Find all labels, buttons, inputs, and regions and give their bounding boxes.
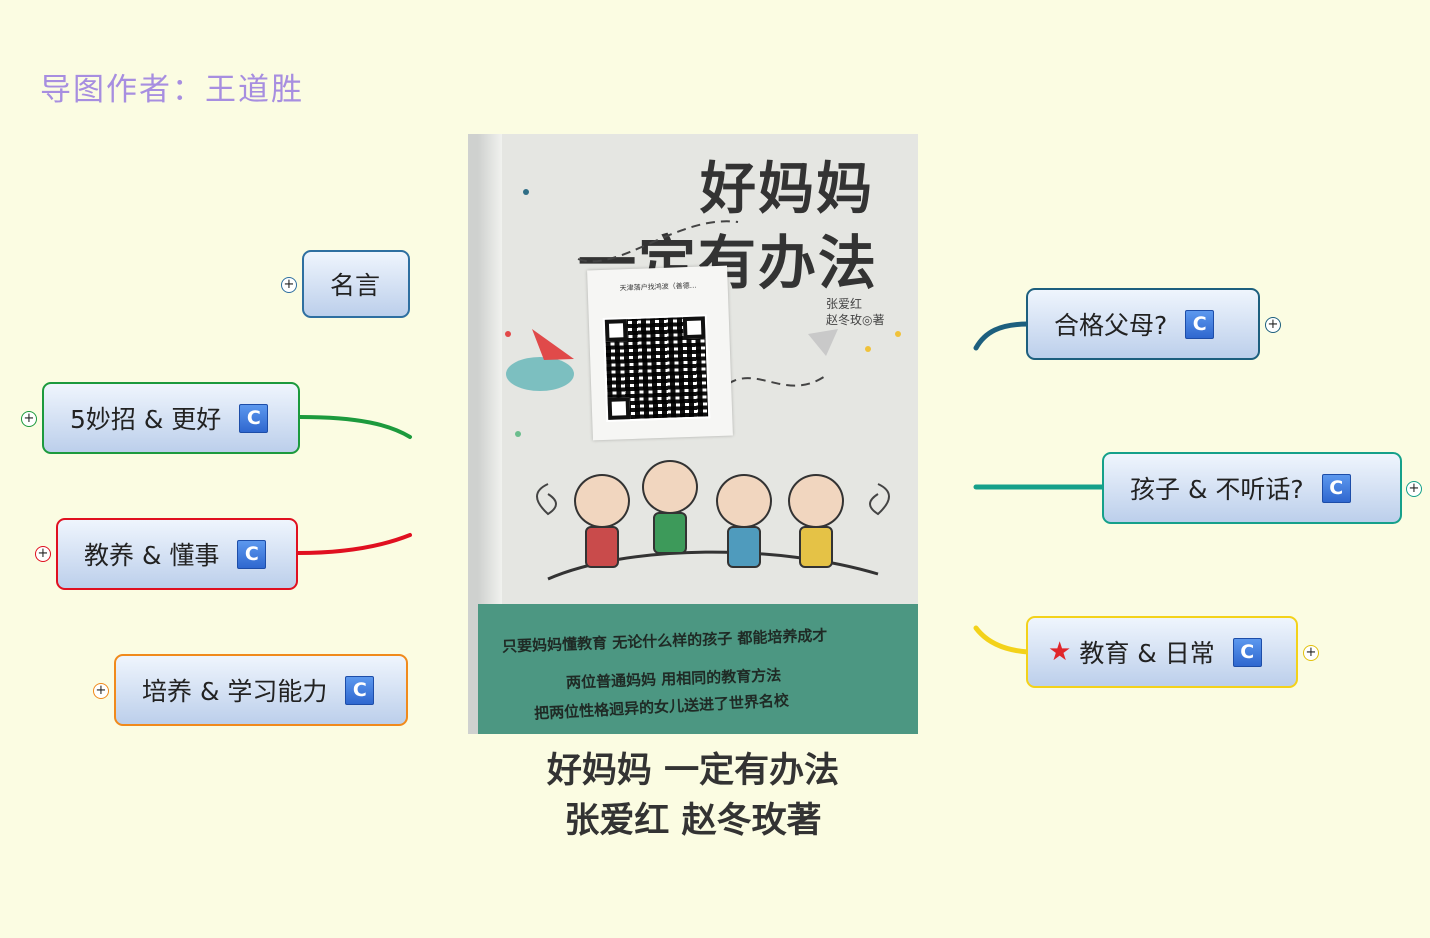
node-label: 教养 & 懂事 xyxy=(84,541,220,570)
cover-authors: 张爱红 赵冬玫◎著 xyxy=(826,297,885,327)
page-edge xyxy=(478,134,502,604)
node-label: 名言 xyxy=(330,271,381,300)
node-label: 合格父母? xyxy=(1054,311,1168,340)
node-quotes[interactable]: 名言 xyxy=(302,250,410,318)
expand-education-daily-toggle[interactable]: + xyxy=(1303,645,1319,661)
qr-finder-icon xyxy=(682,316,706,340)
c-icon[interactable]: C xyxy=(1232,637,1262,667)
connector-manners xyxy=(296,533,412,555)
node-label: 孩子 & 不听话? xyxy=(1130,475,1304,504)
book-cover-image: 好妈妈 一定有办法 张爱红 赵冬玫◎著 天津落户找鸿波（善德… 只要妈妈懂教育 … xyxy=(468,134,918,734)
cover-title-line1: 好妈妈 xyxy=(700,157,874,222)
connector-education-daily xyxy=(973,625,1031,655)
qr-finder-icon xyxy=(604,319,628,342)
kid-illustration xyxy=(642,460,698,554)
node-label: 5妙招 & 更好 xyxy=(70,405,222,434)
qr-caption: 天津落户找鸿波（善德… xyxy=(619,281,697,293)
cover-decorations xyxy=(505,189,901,581)
node-label: 教育 & 日常 xyxy=(1079,639,1215,668)
kid-illustration xyxy=(716,474,772,568)
star-icon: ★ xyxy=(1048,637,1072,667)
c-icon[interactable]: C xyxy=(1321,473,1351,503)
node-disobedient-child[interactable]: 孩子 & 不听话? C xyxy=(1102,452,1402,524)
c-icon[interactable]: C xyxy=(1185,309,1215,339)
expand-learning-toggle[interactable]: + xyxy=(93,683,109,699)
qr-code-sticker: 天津落户找鸿波（善德… xyxy=(587,265,733,441)
connector-qualified-parents xyxy=(973,321,1031,351)
c-icon[interactable]: C xyxy=(237,539,267,569)
map-author-label: 导图作者：王道胜 xyxy=(40,72,304,108)
central-topic-caption-line2: 张爱红 赵冬玫著 xyxy=(564,801,822,841)
c-icon[interactable]: C xyxy=(345,675,375,705)
central-topic-caption-line1: 好妈妈 一定有办法 xyxy=(546,751,840,791)
expand-qualified-parents-toggle[interactable]: + xyxy=(1265,317,1281,333)
kid-illustration xyxy=(574,474,630,568)
kid-illustration xyxy=(788,474,844,568)
qr-finder-icon xyxy=(607,397,631,420)
node-5-tricks[interactable]: 5妙招 & 更好 C xyxy=(42,382,300,454)
node-qualified-parents[interactable]: 合格父母? C xyxy=(1026,288,1260,360)
expand-5-tricks-toggle[interactable]: + xyxy=(21,411,37,427)
cover-slogan-band xyxy=(478,604,918,734)
expand-disobedient-child-toggle[interactable]: + xyxy=(1406,481,1422,497)
node-manners[interactable]: 教养 & 懂事 C xyxy=(56,518,298,590)
expand-quotes-toggle[interactable]: + xyxy=(281,277,297,293)
node-label: 培养 & 学习能力 xyxy=(142,677,328,706)
c-icon[interactable]: C xyxy=(239,403,269,433)
node-education-daily[interactable]: ★ 教育 & 日常 C xyxy=(1026,616,1298,688)
expand-manners-toggle[interactable]: + xyxy=(35,546,51,562)
connector-5-tricks xyxy=(298,415,412,439)
node-learning-ability[interactable]: 培养 & 学习能力 C xyxy=(114,654,408,726)
